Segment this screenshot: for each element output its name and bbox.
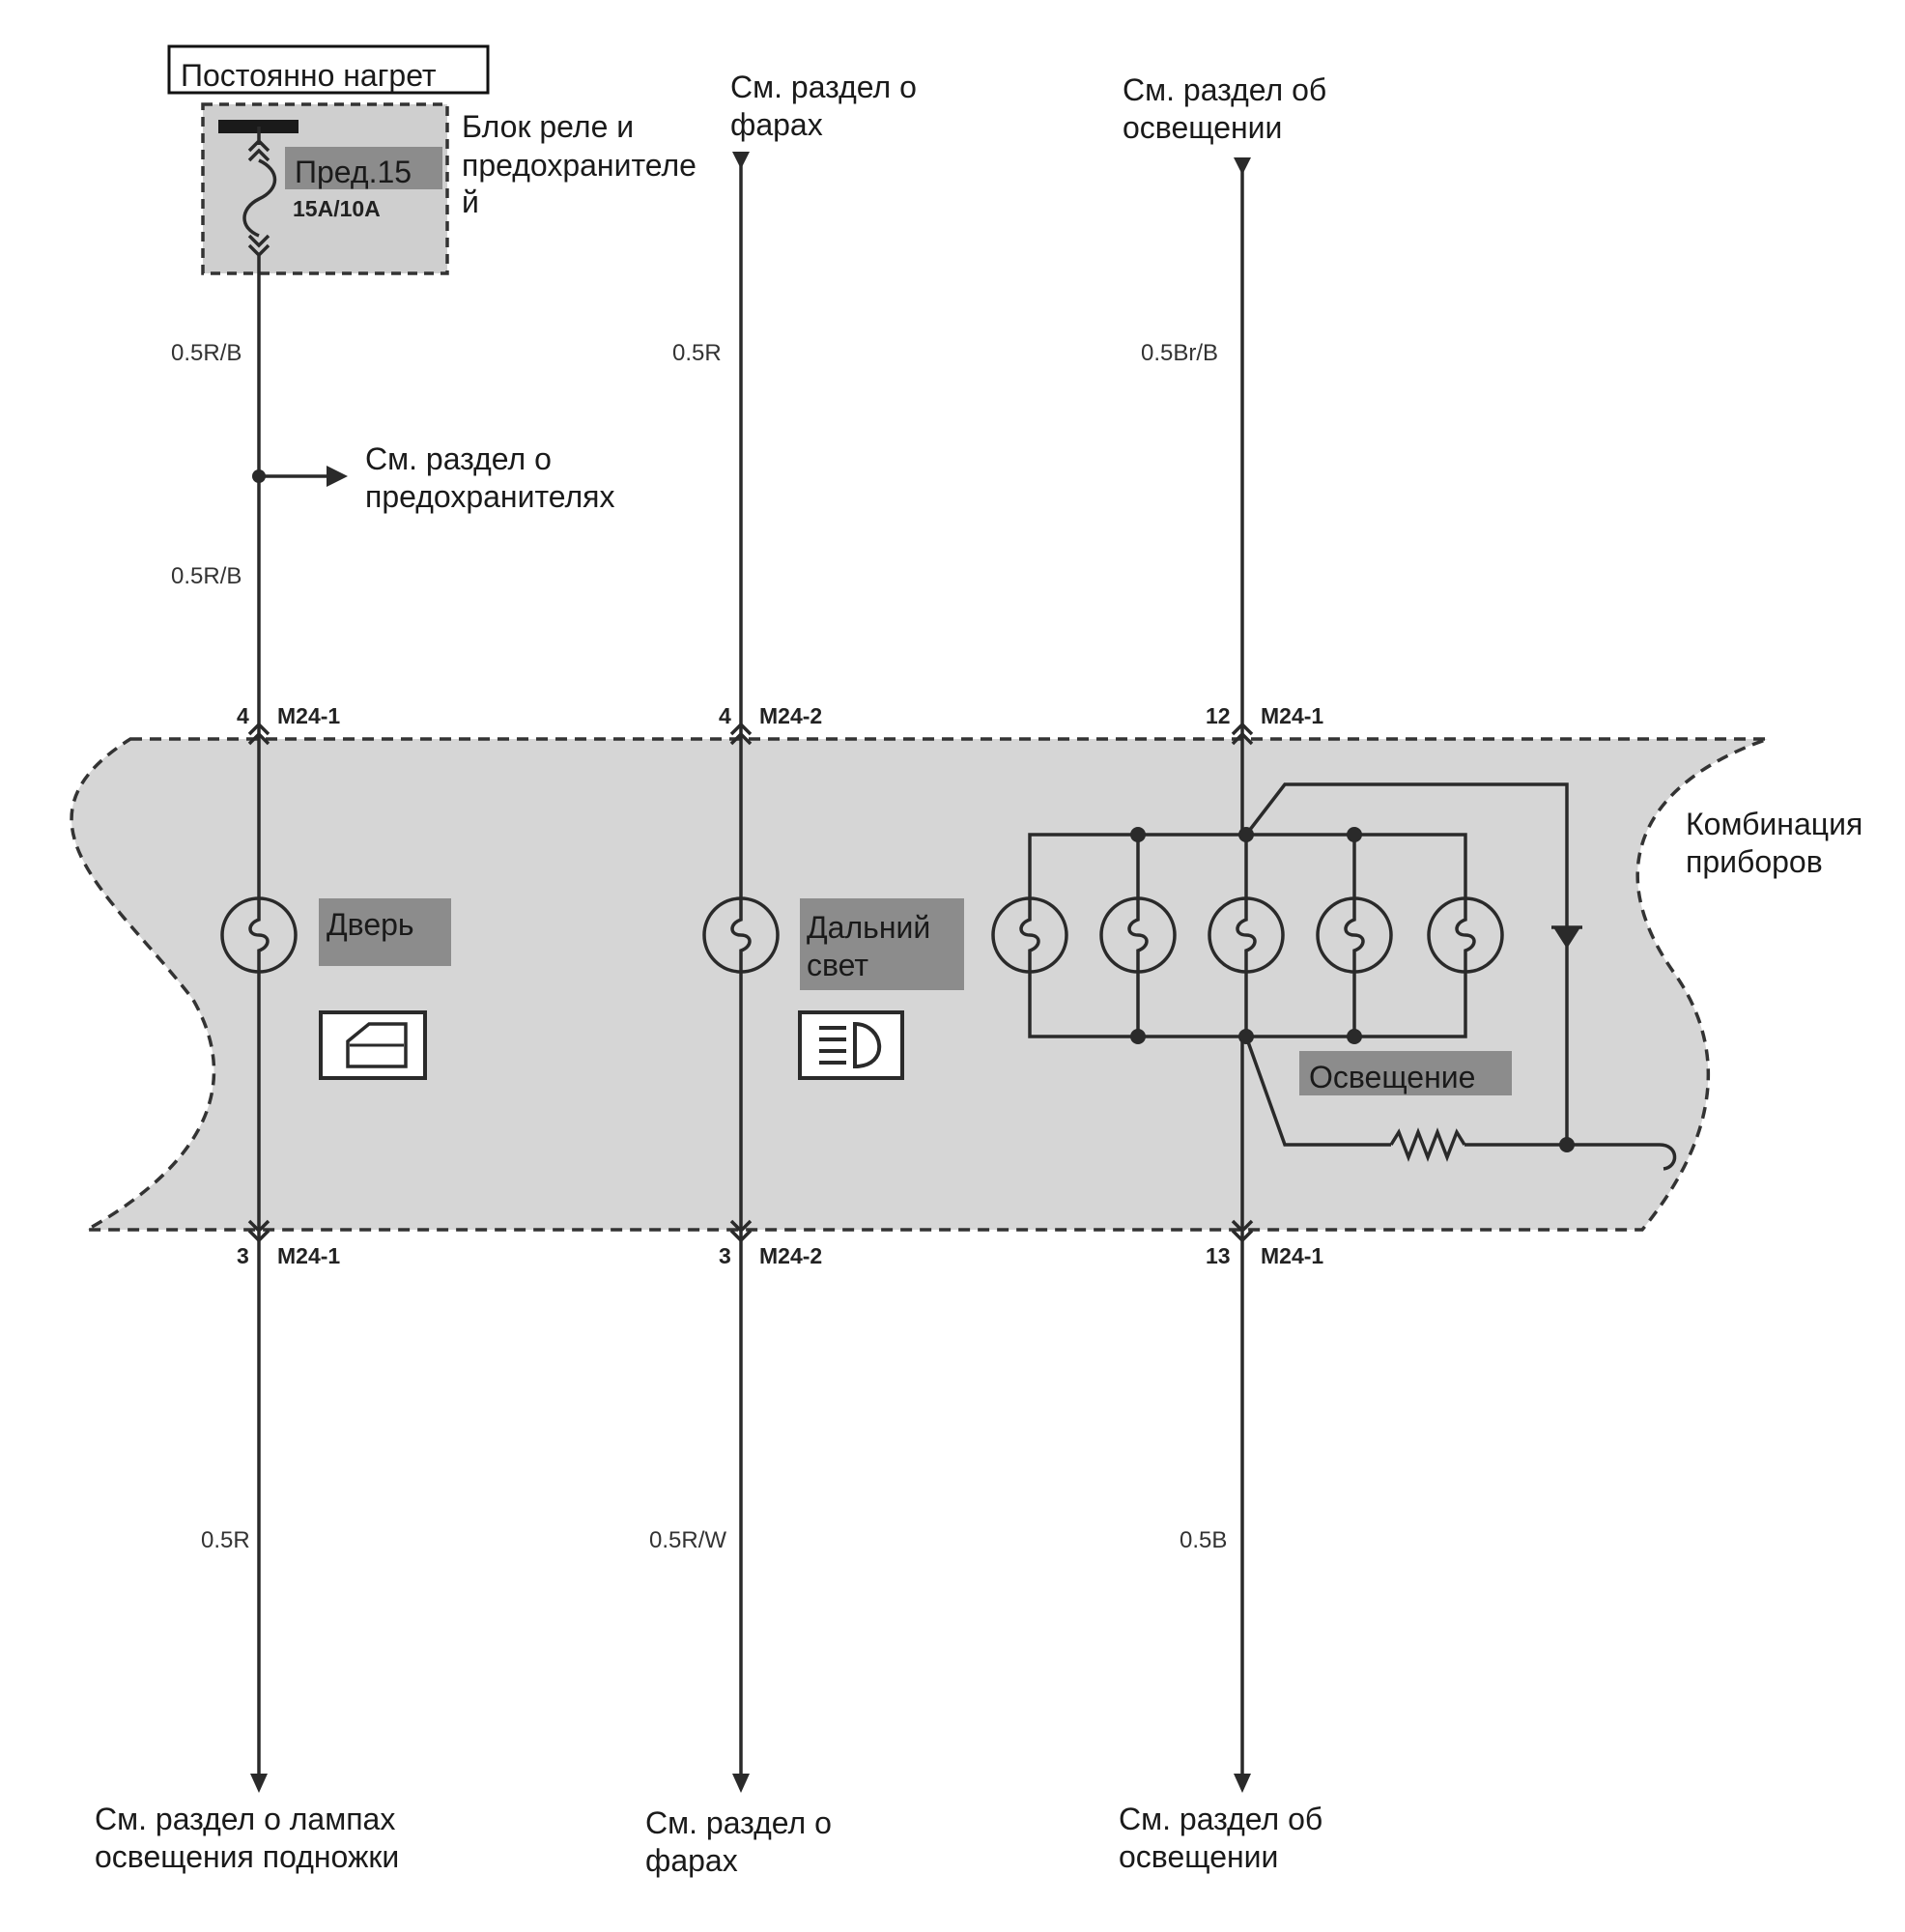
wire-label-c1-top1: 0.5R/B: [171, 340, 242, 366]
branch-arrow-icon: [327, 466, 348, 487]
cluster-name-line1: Комбинация: [1686, 807, 1862, 841]
wire-label-c1-top2: 0.5R/B: [171, 563, 242, 589]
ref-bottom-lighting-bg: [1111, 1797, 1374, 1882]
output-arrow-icon: [1234, 1774, 1251, 1793]
power-label-box: [167, 44, 490, 95]
illumination-label-box: [1299, 1051, 1512, 1095]
ref-bottom-headlights-line2: фарах: [645, 1843, 738, 1878]
pin-c1-bottom: 3: [237, 1243, 249, 1268]
ref-bottom-headlights-bg: [638, 1799, 858, 1884]
illumination-label: Освещение: [1309, 1060, 1475, 1094]
high-beam-lamp-icon: [702, 896, 780, 974]
cluster-name-bg: [1678, 797, 1905, 884]
wire-label-c3-top: 0.5Br/B: [1141, 340, 1218, 366]
wire-label-c1-bottom: 0.5R: [201, 1527, 250, 1553]
fuse-block-name-bg: [454, 102, 720, 222]
ref-top-headlights-line1: См. раздел о: [730, 70, 917, 104]
fuse-rating: 15A/10A: [293, 196, 381, 221]
pin-c3-top: 12: [1206, 703, 1231, 728]
door-label: Дверь: [327, 907, 414, 942]
door-label-box: [319, 898, 451, 966]
wire-label-c3-bottom: 0.5B: [1180, 1527, 1227, 1553]
wire-label-c2-top: 0.5R: [672, 340, 722, 366]
high-beam-symbol-icon: [798, 1010, 904, 1080]
ref-fuses-line1: См. раздел о: [365, 441, 552, 476]
ref-bottom-headlights-line1: См. раздел о: [645, 1805, 832, 1840]
door-open-icon: [319, 1010, 427, 1080]
ref-bottom-step-lamps-bg: [87, 1797, 427, 1882]
connector-c3-top: M24-1: [1261, 703, 1323, 728]
high-beam-label-line2: свет: [807, 948, 868, 982]
power-label: Постоянно нагрет: [181, 58, 437, 93]
pin-c2-bottom: 3: [719, 1243, 731, 1268]
fuse-label: Пред.15: [295, 155, 412, 189]
ref-fuses-line2: предохранителях: [365, 479, 615, 514]
junction-dot: [1130, 827, 1575, 1152]
ref-bottom-step-lamps-line1: См. раздел о лампах: [95, 1802, 395, 1836]
pin-c1-top: 4: [237, 703, 249, 728]
connector-c1-top: M24-1: [277, 703, 340, 728]
fuse-label-box: [285, 147, 442, 189]
connector-pin-icon: [247, 722, 1254, 1243]
connector-c2-bottom: M24-2: [759, 1243, 822, 1268]
ref-top-lighting-line1: См. раздел об: [1123, 72, 1326, 107]
input-arrow-icon: [1234, 157, 1251, 175]
ref-top-headlights-line2: фарах: [730, 107, 823, 142]
door-lamp-icon: [220, 896, 298, 974]
connector-c1-bottom: M24-1: [277, 1243, 340, 1268]
ref-fuses-bg: [357, 433, 657, 518]
ref-bottom-lighting-line1: См. раздел об: [1119, 1802, 1322, 1836]
input-arrow-icon: [732, 152, 750, 169]
ref-bottom-step-lamps-line2: освещения подножки: [95, 1839, 399, 1874]
output-arrow-icon: [732, 1774, 750, 1793]
ref-top-headlights-bg: [723, 62, 943, 147]
high-beam-label-line1: Дальний: [807, 910, 930, 945]
diode-icon: [1553, 927, 1580, 949]
fuse-block-name-line1: Блок реле и: [462, 109, 634, 144]
ref-top-lighting-bg: [1116, 62, 1377, 147]
high-beam-label-box: [800, 898, 964, 990]
output-arrow-icon: [250, 1774, 268, 1793]
cluster-name-line2: приборов: [1686, 844, 1823, 879]
ref-bottom-lighting-line2: освещении: [1119, 1839, 1278, 1874]
connector-c3-bottom: M24-1: [1261, 1243, 1323, 1268]
pin-c3-bottom: 13: [1206, 1243, 1231, 1268]
connector-c2-top: M24-2: [759, 703, 822, 728]
illumination-bulb-icon: [991, 896, 1504, 974]
ref-top-lighting-line2: освещении: [1123, 110, 1282, 145]
wire-label-c2-bottom: 0.5R/W: [649, 1527, 726, 1553]
pin-c2-top: 4: [719, 703, 731, 728]
fuse-icon: [242, 127, 277, 273]
fuse-block-name-line3: й: [462, 185, 479, 219]
fuse-block-name-line2: предохранителе: [462, 148, 697, 183]
